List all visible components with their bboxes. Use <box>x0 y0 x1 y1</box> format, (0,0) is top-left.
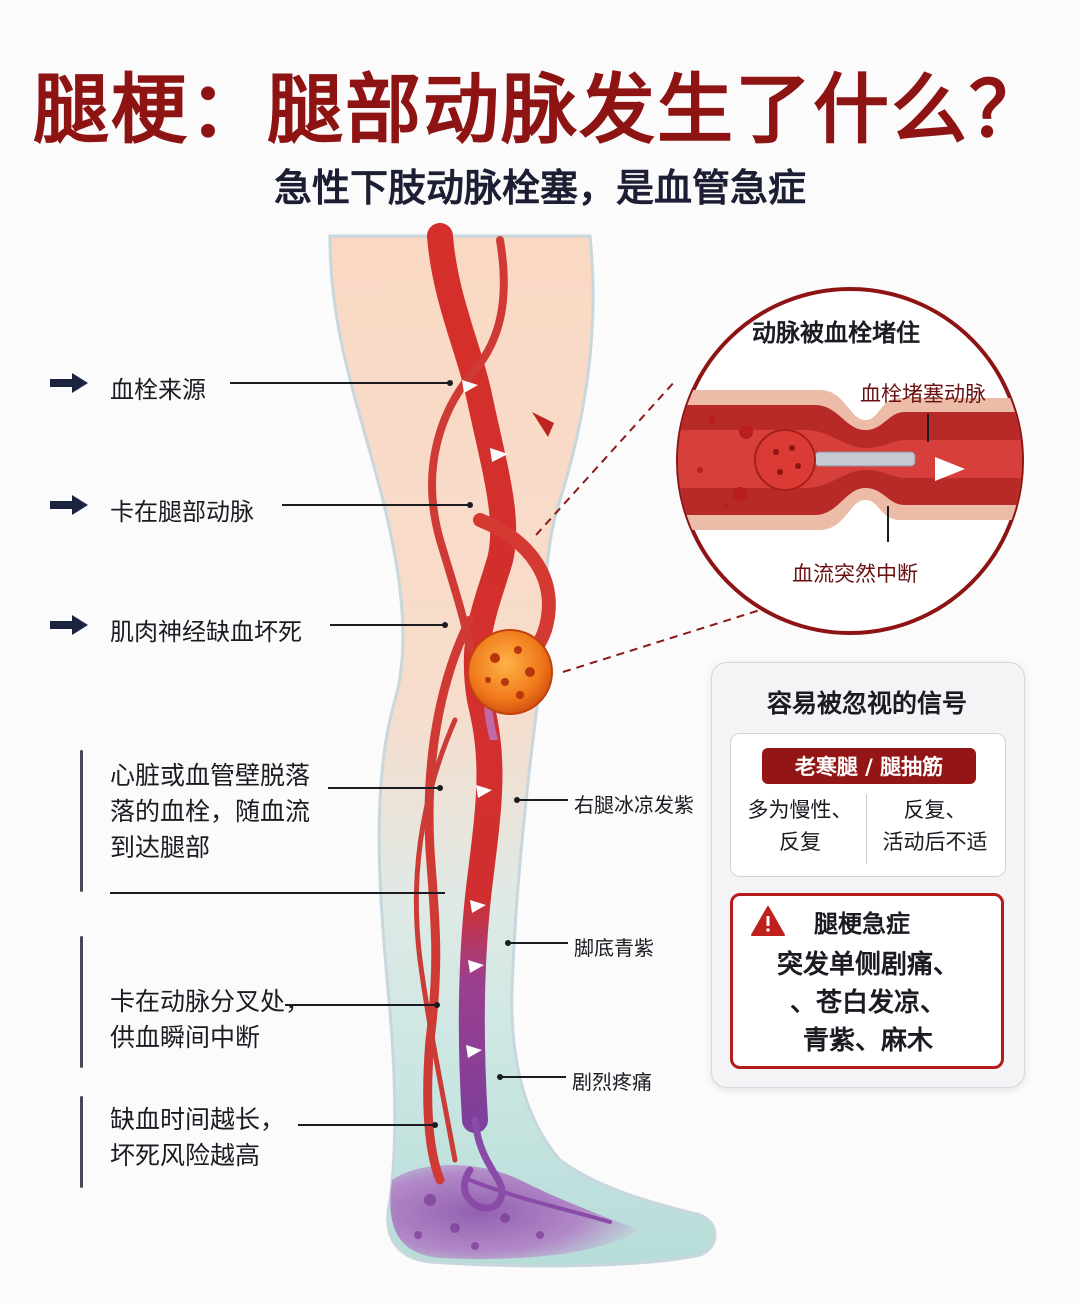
note-clot-origin: 心脏或血管壁脱落 落的血栓，随血流 到达腿部 <box>110 761 311 862</box>
warning-triangle-icon <box>751 906 785 936</box>
symptom-severe-pain: 剧烈疼痛 <box>572 1070 652 1094</box>
clot-blockage <box>467 629 553 741</box>
downward-flow-icon <box>532 412 554 437</box>
chronic-pill: 老寒腿 / 腿抽筋 <box>762 748 976 784</box>
symptom-cold-purple: 右腿冰凉发紫 <box>574 793 694 817</box>
note-bar <box>80 750 83 892</box>
artery-network <box>413 223 612 1224</box>
note-bifurcation: 卡在动脉分叉处， 供血瞬间中断 <box>110 987 311 1052</box>
page-subtitle: 急性下肢动脉栓塞，是血管急症 <box>273 166 806 210</box>
foot-ischemia <box>390 1165 640 1260</box>
symptom-sole-purple: 脚底青紫 <box>574 936 654 960</box>
note-necrosis-risk: 缺血时间越长， 坏死风险越高 <box>110 1105 286 1170</box>
emergency-symptoms: 突发单侧剧痛、 、苍白发凉、 青紫、麻木 <box>776 950 959 1056</box>
leg-outline <box>328 234 717 1268</box>
note-bar <box>80 936 83 1068</box>
zoom-vessel <box>678 390 1022 530</box>
arrow-right-icon <box>50 615 88 635</box>
label-stuck-artery: 卡在腿部动脉 <box>110 498 254 526</box>
zoom-label-flow-stopped: 血流突然中断 <box>792 562 918 586</box>
note-bar <box>80 1096 83 1188</box>
emergency-title: 腿梗急症 <box>814 910 910 938</box>
leader-lines <box>110 382 568 1126</box>
zoom-title: 动脉被血栓堵住 <box>752 319 920 347</box>
flow-direction-icon <box>935 457 965 481</box>
label-clot-source: 血栓来源 <box>110 376 206 404</box>
flow-arrow-icon <box>462 380 508 1058</box>
signals-title: 容易被忽视的信号 <box>766 689 967 718</box>
arrow-right-icon <box>50 495 88 515</box>
page-title: 腿梗：腿部动脉发生了什么？ <box>33 65 1047 154</box>
label-ischemic-necrosis: 肌肉神经缺血坏死 <box>110 618 302 646</box>
card-divider <box>866 794 867 864</box>
zoom-label-blocked: 血栓堵塞动脉 <box>860 382 986 406</box>
arrow-right-icon <box>50 373 88 393</box>
chronic-right-text: 反复、 活动后不适 <box>882 798 988 854</box>
chronic-left-text: 多为慢性、 反复 <box>747 798 853 854</box>
foot-spots <box>414 1194 544 1250</box>
